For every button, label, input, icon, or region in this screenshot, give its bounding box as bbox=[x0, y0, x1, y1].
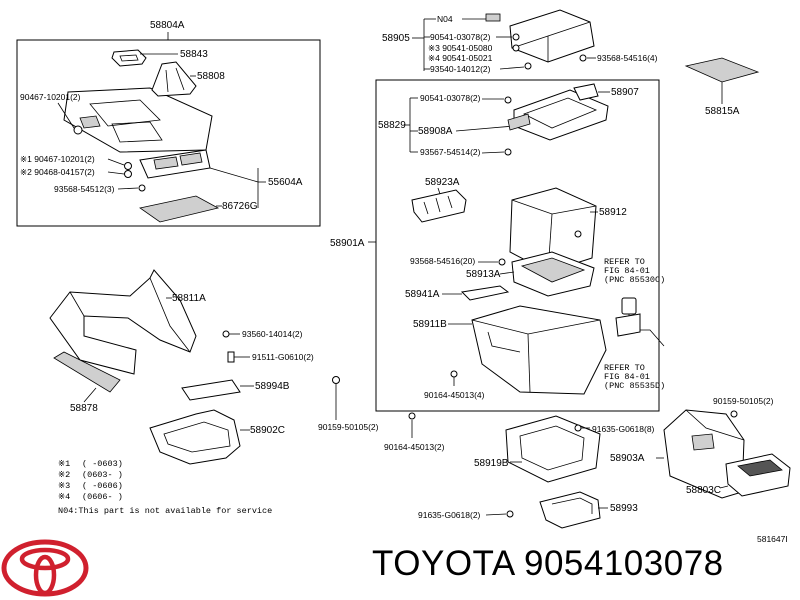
label-91635-G0618-2: 91635-G0618(2) bbox=[418, 510, 481, 520]
label-58811A: 58811A bbox=[172, 293, 206, 304]
note-1-range: ( -0603) bbox=[82, 459, 123, 469]
note-3-range: ( -0606) bbox=[82, 481, 123, 491]
label-58912: 58912 bbox=[599, 207, 627, 218]
note-3-mark: ※3 bbox=[58, 481, 70, 491]
label-58913A: 58913A bbox=[466, 269, 501, 280]
refer1-line3: (PNC 85530C) bbox=[604, 275, 665, 285]
label-58804A: 58804A bbox=[150, 20, 185, 31]
label-58878: 58878 bbox=[70, 403, 98, 414]
label-93560-14014: 93560-14014(2) bbox=[242, 329, 303, 339]
label-58905: 58905 bbox=[382, 33, 410, 44]
label-90541-03078-mid: 90541-03078(2) bbox=[420, 93, 481, 103]
refer2-line1: REFER TO bbox=[604, 363, 645, 373]
label-58803C: 58803C bbox=[686, 485, 721, 496]
note-2-range: (0603- ) bbox=[82, 470, 123, 480]
label-86726G: 86726G bbox=[222, 201, 258, 212]
notes-table: ※1 ( -0603) ※2 (0603- ) ※3 ( -0606) ※4 (… bbox=[58, 459, 272, 516]
label-93568-54512: 93568-54512(3) bbox=[54, 184, 115, 194]
label-90541-03078-top: 90541-03078(2) bbox=[430, 32, 491, 42]
toyota-logo bbox=[1, 539, 89, 597]
brand-heading: TOYOTA 9054103078 bbox=[372, 544, 724, 584]
label-55604A: 55604A bbox=[268, 177, 303, 188]
group-58811A: 58811A 93560-14014(2) 91511-G0610(2) 588… bbox=[49, 269, 314, 465]
label-58907: 58907 bbox=[611, 87, 639, 98]
note-1-mark: ※1 bbox=[58, 459, 70, 469]
label-58815A: 58815A bbox=[705, 106, 740, 117]
label-star3-90541-05080: ※3 90541-05080 bbox=[428, 43, 493, 53]
group-58804A: 58804A 58843 58808 90467-10201(2) 55604A… bbox=[16, 20, 321, 227]
brand-name: TOYOTA bbox=[372, 544, 514, 583]
refer2-line3: (PNC 85535D) bbox=[604, 381, 665, 391]
note-4-range: (0606- ) bbox=[82, 492, 123, 502]
group-58901A: 58901A 58829 90541-03078(2) 58908A 93567… bbox=[330, 79, 665, 412]
label-N04: N04 bbox=[437, 14, 453, 24]
label-90159-50105-right: 90159-50105(2) bbox=[713, 396, 774, 406]
label-91635-G0618-8: 91635-G0618(8) bbox=[592, 424, 655, 434]
group-58903A: 90159-50105(2) 58903A 58803C bbox=[610, 396, 791, 499]
label-91511-G0610: 91511-G0610(2) bbox=[252, 352, 314, 362]
label-90164-45013-2: 90164-45013(2) bbox=[384, 442, 445, 452]
label-star1-90467: ※1 90467-10201(2) bbox=[20, 154, 95, 164]
label-93568-54516-4: 93568-54516(4) bbox=[597, 53, 658, 63]
refer2-line2: FIG 84-01 bbox=[604, 372, 650, 382]
label-58843: 58843 bbox=[180, 49, 208, 60]
label-58993: 58993 bbox=[610, 503, 638, 514]
refer1-line2: FIG 84-01 bbox=[604, 266, 650, 276]
label-58902C: 58902C bbox=[250, 425, 285, 436]
refer1-line1: REFER TO bbox=[604, 257, 645, 267]
label-58808: 58808 bbox=[197, 71, 225, 82]
group-58815A: 58815A bbox=[684, 57, 760, 117]
label-58908A: 58908A bbox=[418, 126, 453, 137]
label-58911B: 58911B bbox=[413, 319, 447, 330]
label-90164-45013-4: 90164-45013(4) bbox=[424, 390, 485, 400]
label-58903A: 58903A bbox=[610, 453, 645, 464]
label-star4-90541-05021: ※4 90541-05021 bbox=[428, 53, 493, 63]
group-58919B: 91635-G0618(8) 58919B 58993 91635-G0618(… bbox=[418, 415, 655, 529]
label-90159-50105-left: 90159-50105(2) bbox=[318, 422, 379, 432]
label-90467-10201: 90467-10201(2) bbox=[20, 92, 81, 102]
label-58919B: 58919B bbox=[474, 458, 509, 469]
label-58901A: 58901A bbox=[330, 238, 365, 249]
diagram-id: 581647I bbox=[757, 534, 788, 544]
label-58923A: 58923A bbox=[425, 177, 460, 188]
label-93540-14012: 93540-14012(2) bbox=[430, 64, 491, 74]
label-93567-54514: 93567-54514(2) bbox=[420, 147, 481, 157]
label-star2-90468: ※2 90468-04157(2) bbox=[20, 167, 95, 177]
label-93568-54516-20: 93568-54516(20) bbox=[410, 256, 475, 266]
note-2-mark: ※2 bbox=[58, 470, 70, 480]
label-58941A: 58941A bbox=[405, 289, 440, 300]
group-90159-left: 90159-50105(2) 90164-45013(2) bbox=[318, 376, 445, 452]
label-58829: 58829 bbox=[378, 120, 406, 131]
group-58905: N04 58905 90541-03078(2) ※3 90541-05080 … bbox=[382, 9, 658, 74]
label-58994B: 58994B bbox=[255, 381, 290, 392]
note-4-mark: ※4 bbox=[58, 492, 70, 502]
part-number: 9054103078 bbox=[523, 544, 724, 583]
footnote: N04:This part is not available for servi… bbox=[58, 506, 272, 516]
